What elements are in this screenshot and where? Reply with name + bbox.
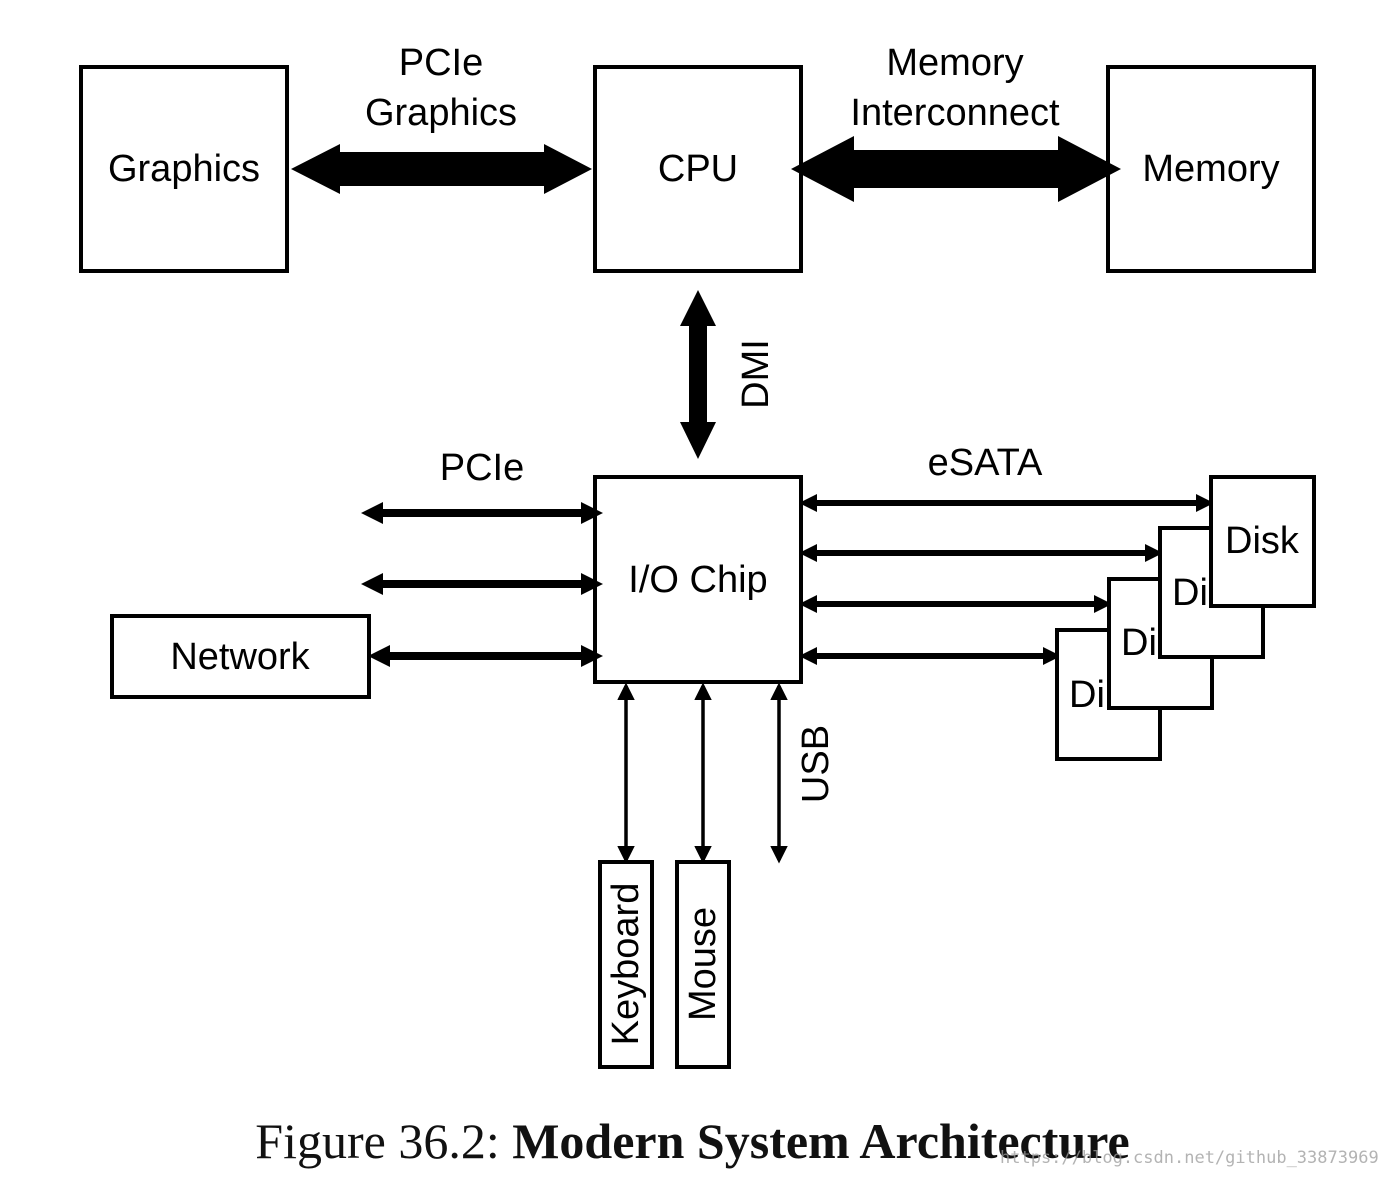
network-node: Network — [110, 614, 371, 699]
esata-link-1-arrow — [799, 494, 1214, 512]
pcie-graphics-arrow — [291, 144, 592, 194]
watermark-text: https://blog.csdn.net/github_33873969 — [1000, 1148, 1379, 1168]
dmi-arrow — [680, 290, 716, 459]
cpu-label: CPU — [658, 148, 738, 190]
pcie-lane-2-arrow — [361, 573, 603, 595]
mouse-node: Mouse — [675, 860, 731, 1069]
graphics-label: Graphics — [108, 148, 260, 190]
disk-2-label: Di — [1172, 572, 1208, 614]
memory-interconnect-label-line2: Interconnect — [850, 92, 1060, 134]
figure-caption: Figure 36.2: Modern System Architecture — [0, 1112, 1385, 1170]
figure-number: Figure 36.2: — [255, 1113, 500, 1169]
esata-label: eSATA — [928, 442, 1043, 484]
memory-label: Memory — [1142, 148, 1279, 190]
esata-link-2-arrow — [799, 544, 1163, 562]
pcie-label: PCIe — [440, 447, 524, 489]
figure-title: Modern System Architecture — [512, 1113, 1130, 1169]
keyboard-node: Keyboard — [598, 860, 654, 1069]
memory-node: Memory — [1106, 65, 1316, 273]
dmi-label: DMI — [735, 339, 777, 409]
network-link-arrow — [368, 645, 603, 667]
system-architecture-diagram: Graphics CPU Memory PCIe Graphics Memory… — [79, 42, 1316, 1069]
graphics-node: Graphics — [79, 65, 289, 273]
disk-1-label: Disk — [1225, 520, 1300, 562]
memory-interconnect-label-line1: Memory — [886, 42, 1023, 84]
pcie-graphics-label-line1: PCIe — [399, 42, 483, 84]
esata-link-4-arrow — [799, 647, 1061, 665]
pcie-lane-1-arrow — [361, 502, 603, 524]
esata-link-3-arrow — [799, 595, 1112, 613]
keyboard-label: Keyboard — [605, 883, 647, 1046]
io-chip-label: I/O Chip — [628, 559, 767, 601]
mouse-label: Mouse — [682, 907, 724, 1021]
cpu-node: CPU — [593, 65, 803, 273]
pcie-graphics-label-line2: Graphics — [365, 92, 517, 134]
usb-label: USB — [795, 725, 837, 803]
memory-interconnect-arrow — [791, 136, 1121, 202]
network-label: Network — [170, 636, 310, 678]
disk-1-node: Disk — [1209, 475, 1316, 608]
io-chip-node: I/O Chip — [593, 475, 803, 684]
disk-4-label: Di — [1069, 674, 1105, 716]
disk-3-label: Di — [1121, 622, 1157, 664]
